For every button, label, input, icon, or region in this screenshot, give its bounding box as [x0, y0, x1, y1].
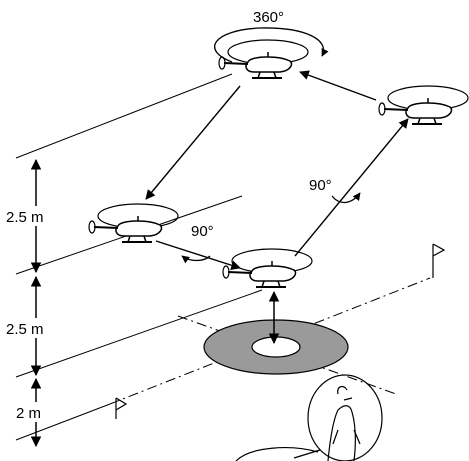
pilot-icon: [235, 374, 383, 461]
reference-lines: [15, 73, 263, 441]
landing-pad-icon: [203, 319, 349, 375]
helicopter-icon: [218, 39, 309, 79]
rotation-label-360: 360°: [253, 9, 284, 26]
flight-path: [145, 70, 409, 270]
rotation-label-90-left: 90°: [191, 223, 214, 240]
rotation-label-90-right: 90°: [309, 177, 332, 194]
flag-icon: [432, 243, 446, 278]
helicopter-icon: [378, 85, 469, 125]
rotation-arc-left: [181, 255, 211, 264]
height-label-top: 2.5 m: [6, 209, 44, 226]
height-label-middle: 2.5 m: [6, 321, 44, 338]
helicopter-icon: [222, 248, 313, 288]
rotation-arc-360: [214, 27, 329, 63]
height-label-bottom: 2 m: [16, 405, 41, 422]
rotation-arc-right: [331, 192, 361, 204]
flag-icon: [115, 397, 128, 419]
